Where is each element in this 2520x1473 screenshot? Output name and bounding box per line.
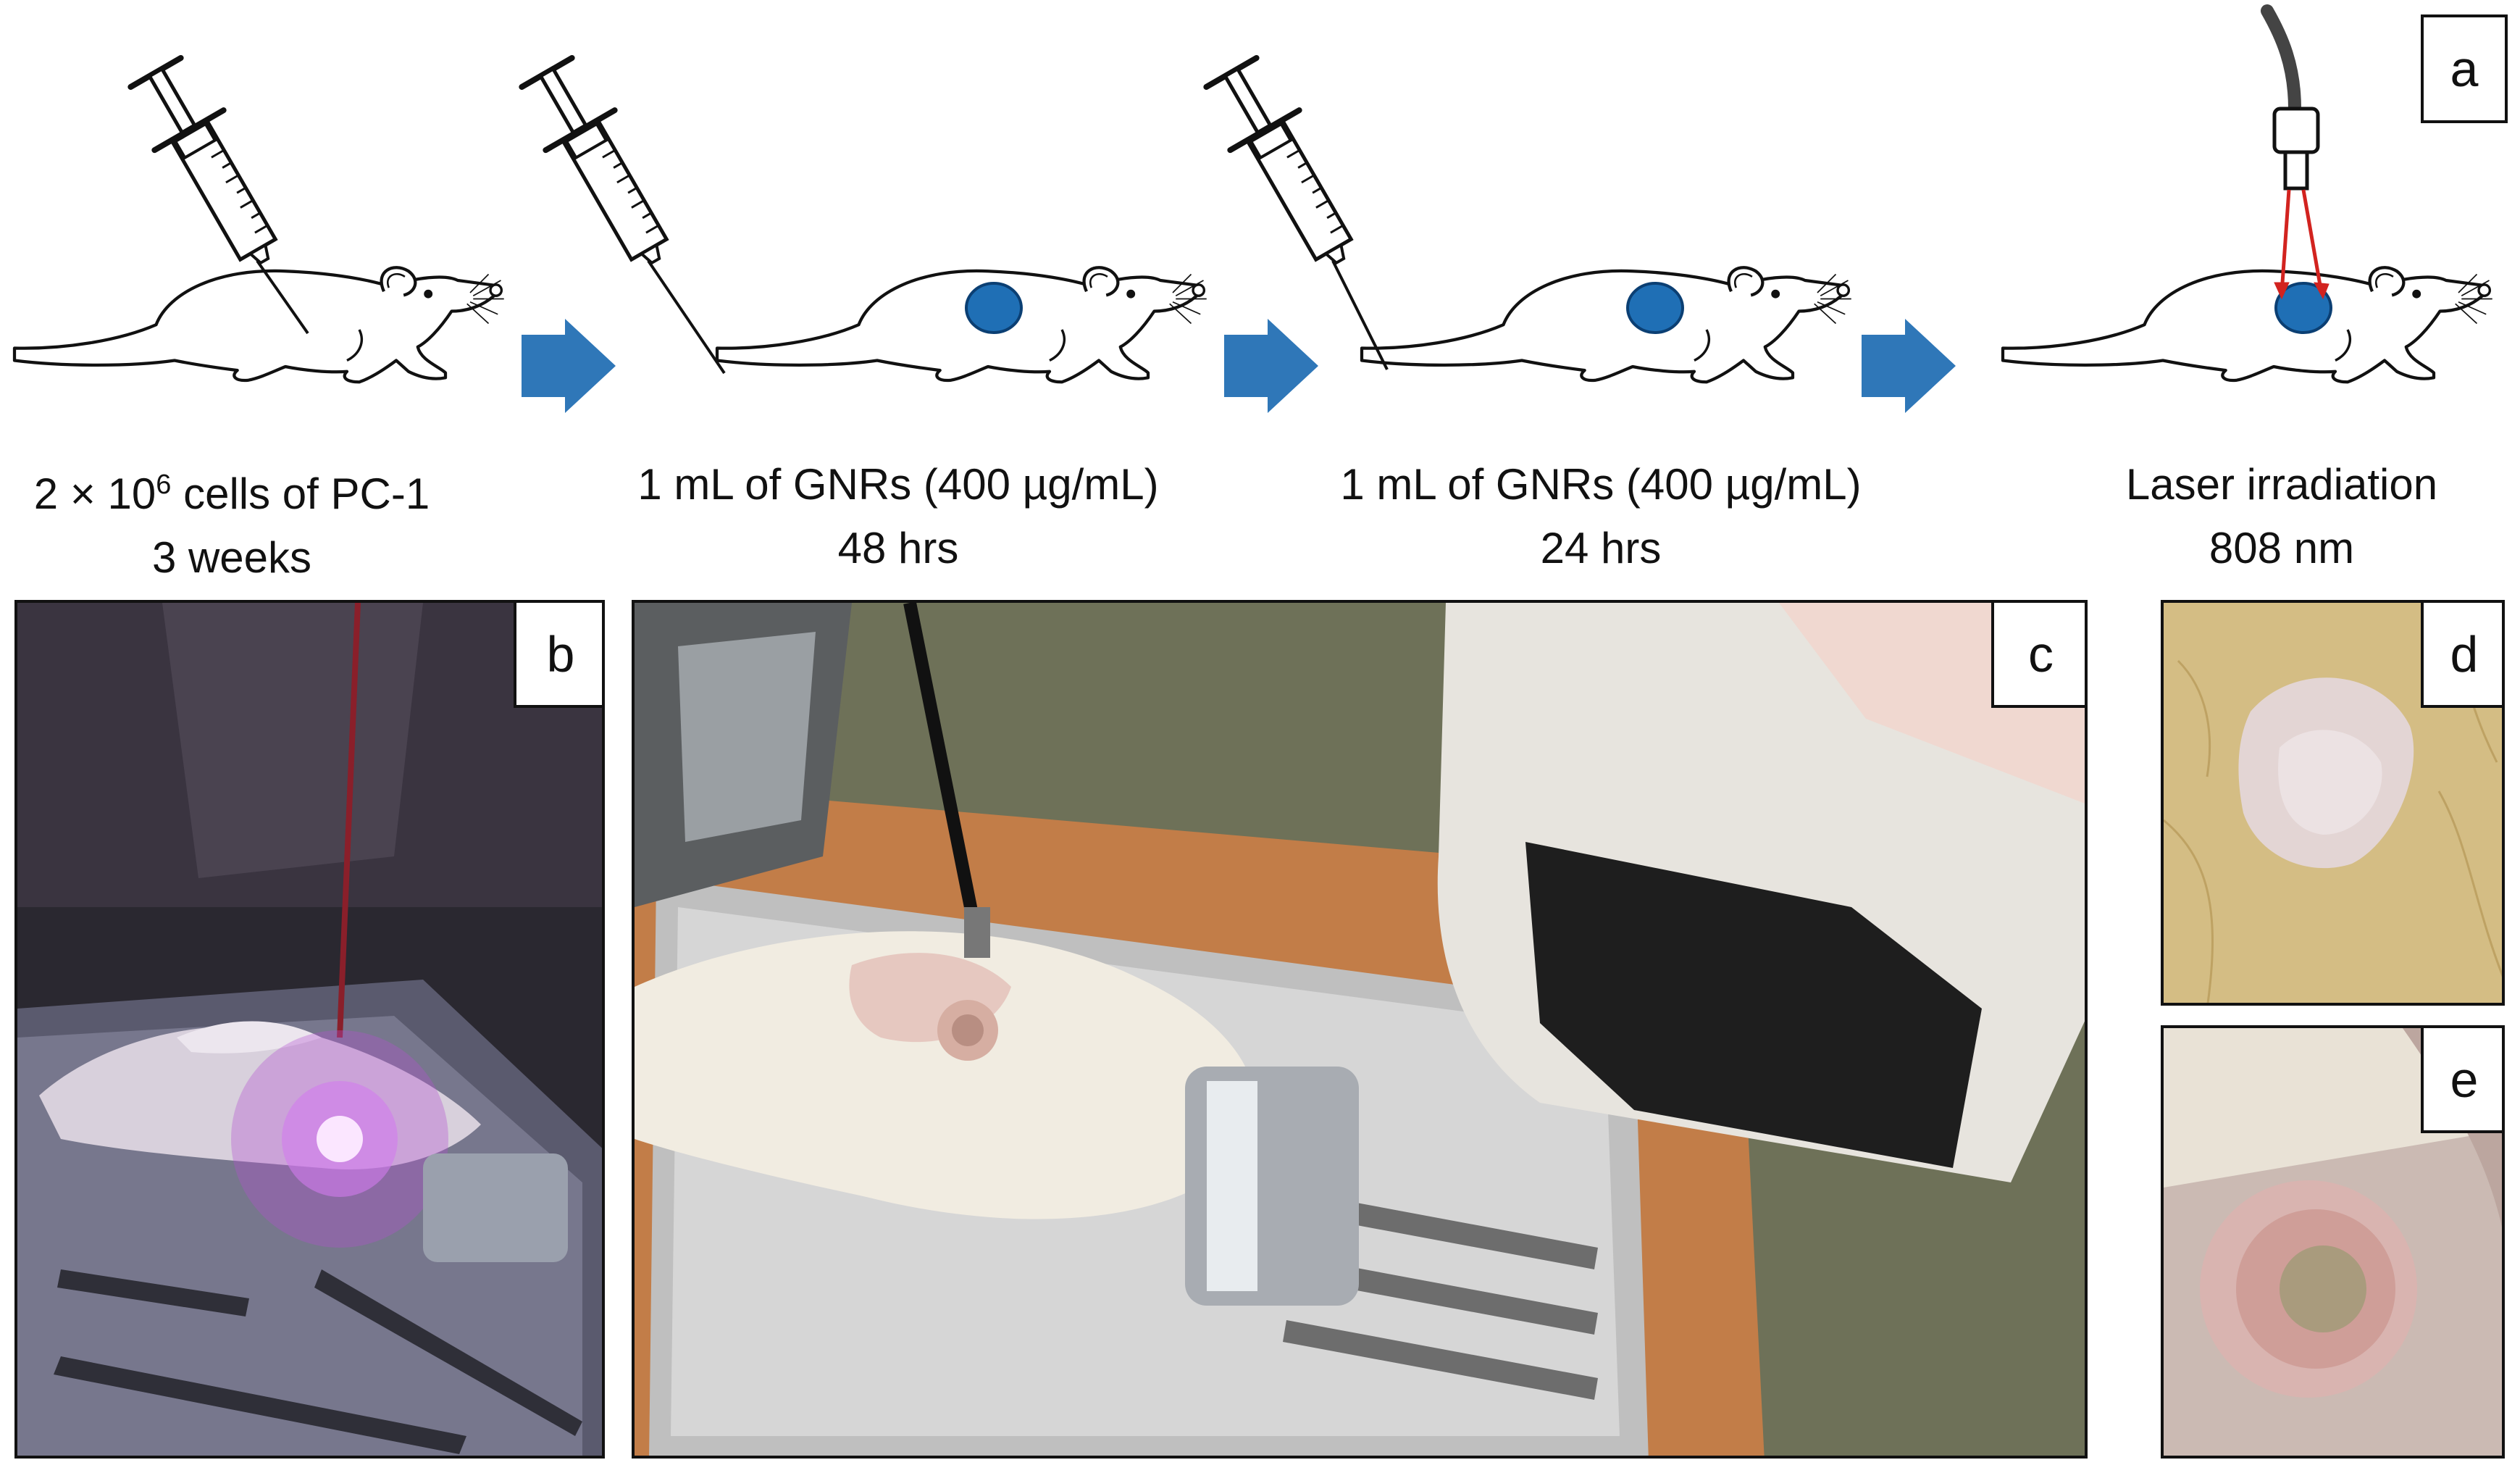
tumor-3 [1626,282,1684,334]
tumor-4 [2274,282,2332,334]
step-3-line2: 24 hrs [1540,524,1662,572]
step-1-line1: 2 × 106 cells of PC-1 [33,470,430,518]
flow-arrow-3 [1862,319,1956,413]
step-1-caption: 2 × 106 cells of PC-1 3 weeks [14,453,449,590]
photo-panel-e: e [2161,1025,2505,1459]
tumor-2 [965,282,1023,334]
flow-arrow-1 [522,319,616,413]
panel-label-b: b [514,603,602,708]
step-2-line1: 1 mL of GNRs (400 µg/mL) [637,460,1159,509]
mouse-1 [14,267,504,382]
mouse-4 [2003,267,2492,382]
panel-label-a: a [2421,14,2508,123]
photo-panel-d: d [2161,600,2505,1006]
syringe-3 [1197,53,1374,281]
photo-panel-c: c [632,600,2088,1459]
step-2-line2: 48 hrs [837,524,959,572]
flow-arrow-2 [1224,319,1318,413]
step-1-line2: 3 weeks [151,533,312,582]
laser-fiber-cable [2261,4,2301,115]
step-4-line2: 808 nm [2209,524,2355,572]
schematic-panel-a: a [0,0,2520,587]
syringe-2 [512,53,690,281]
schematic-drawing [0,4,2520,413]
step-4-line1: Laser irradiation [2125,460,2438,509]
step-2-caption: 1 mL of GNRs (400 µg/mL) 48 hrs [594,453,1202,580]
laser-beams [2274,189,2329,300]
photo-c-illustration [635,603,2085,1456]
panel-label-e: e [2421,1028,2502,1133]
step-4-caption: Laser irradiation 808 nm [2064,453,2499,580]
mouse-3 [1362,267,1851,382]
panel-label-d: d [2421,603,2502,708]
panel-label-c: c [1991,603,2085,708]
mouse-2 [717,267,1207,382]
laser-connector [2272,107,2320,154]
step-3-line1: 1 mL of GNRs (400 µg/mL) [1340,460,1862,509]
photo-panel-b: b [14,600,605,1459]
step-3-caption: 1 mL of GNRs (400 µg/mL) 24 hrs [1297,453,1905,580]
photo-b-illustration [17,603,602,1456]
syringe-1 [121,53,298,281]
